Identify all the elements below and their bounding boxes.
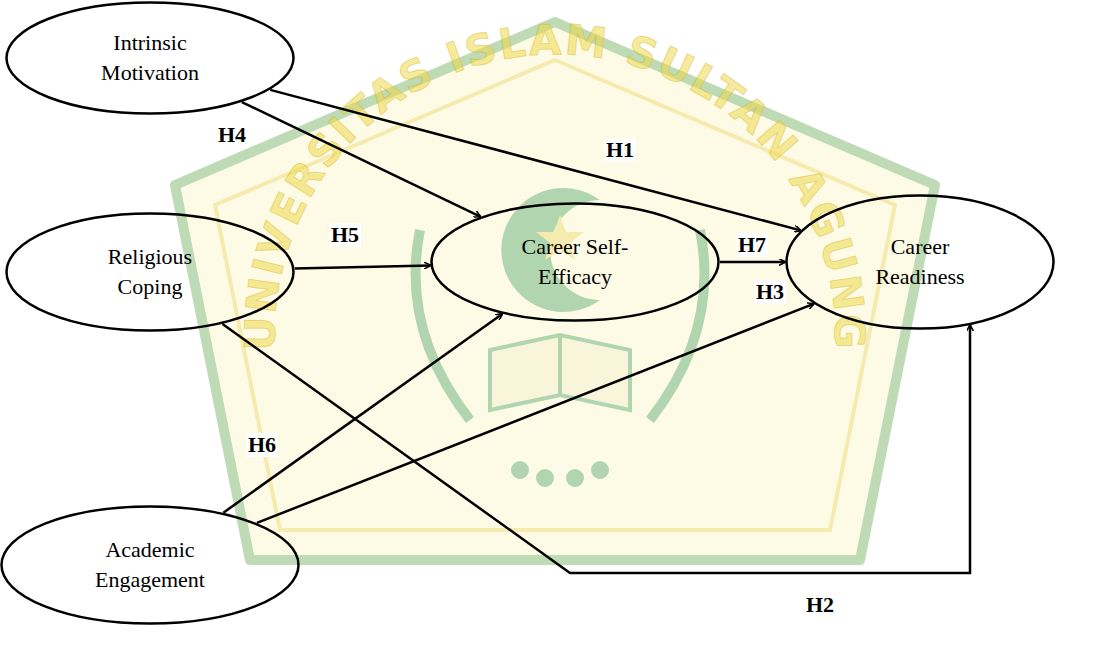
logo-dot [536, 469, 554, 487]
hypothesis-label: H4 [216, 123, 248, 147]
hypothesis-arrow [270, 90, 800, 230]
ellipse-shape [432, 204, 719, 321]
hypothesis-label: H6 [246, 433, 278, 457]
ellipse-shape [2, 507, 299, 624]
construct-ellipse: Career Self-Efficacy [430, 202, 720, 322]
hypothesis-arrow [223, 314, 502, 513]
construct-label: Religious Coping [90, 242, 210, 301]
ellipse-shape [7, 214, 294, 331]
construct-label: Career Self-Efficacy [505, 232, 645, 291]
ellipse-outline [5, 212, 295, 332]
ellipse-shape [787, 196, 1054, 329]
logo-pentagon [175, 22, 935, 560]
ellipse-shape [7, 3, 294, 114]
logo-emblem [175, 22, 935, 560]
logo-dot [591, 461, 609, 479]
construct-label: Career Readiness [860, 232, 980, 291]
construct-ellipse: Academic Engagement [0, 505, 300, 625]
hypothesis-arrow [295, 265, 430, 268]
logo-dot [566, 469, 584, 487]
hypothesis-arrow [223, 324, 970, 573]
logo-dot [511, 461, 529, 479]
logo-book [490, 335, 630, 410]
ellipse-outline [785, 194, 1055, 330]
hypothesis-arrow [720, 261, 785, 264]
ellipse-outline [5, 1, 295, 115]
hypothesis-label: H7 [736, 233, 768, 257]
hypothesis-arrow [242, 102, 480, 216]
logo-wreath [416, 230, 705, 420]
construct-ellipse: Intrinsic Motivation [5, 1, 295, 115]
watermark-text: UNIVERSITAS ISLAM SULTAN AGUNG [236, 15, 874, 351]
construct-label: Academic Engagement [83, 535, 218, 594]
hypothesis-label: H3 [754, 280, 786, 304]
construct-ellipse: Religious Coping [5, 212, 295, 332]
ellipse-outline [0, 505, 300, 625]
hypothesis-label: H5 [329, 223, 361, 247]
construct-ellipse: Career Readiness [785, 194, 1055, 330]
hypothesis-arrow [257, 304, 814, 523]
hypothesis-label: H1 [604, 138, 636, 162]
ellipse-outline [430, 202, 720, 322]
construct-label: Intrinsic Motivation [85, 28, 215, 87]
hypothesis-label: H2 [804, 593, 836, 617]
